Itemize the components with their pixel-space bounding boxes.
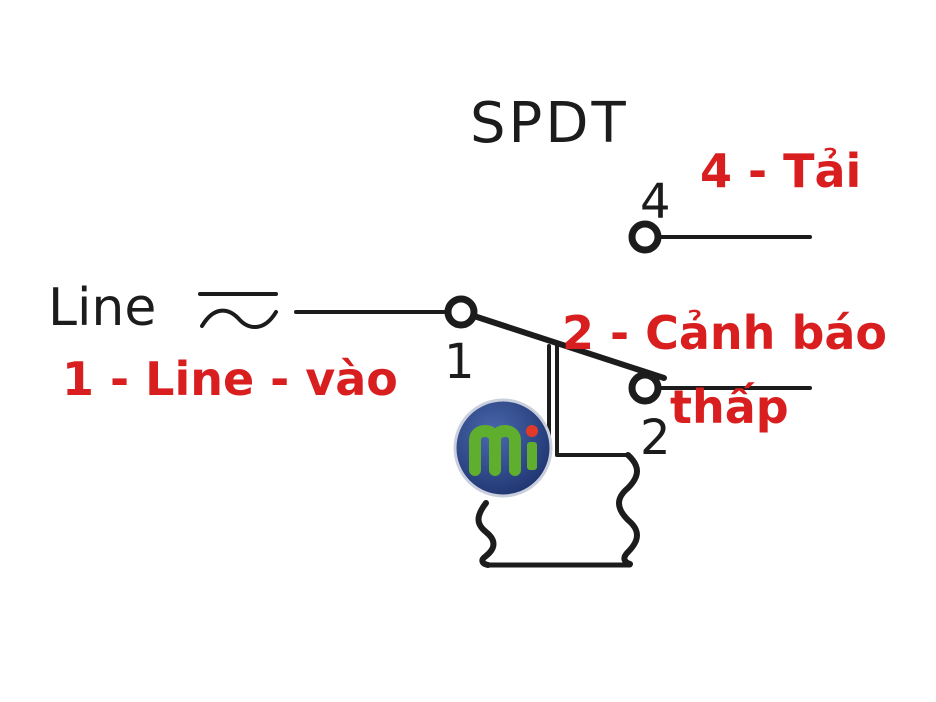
terminal-1-label: 1: [444, 334, 475, 390]
switch-arm: [471, 313, 667, 381]
annotation-line-in: 1 - Line - vào: [62, 352, 398, 406]
terminal-4-label: 4: [640, 174, 671, 230]
annotation-low-alarm-2: thấp: [670, 380, 789, 434]
actuator-rod: [547, 344, 630, 457]
line-label: Line: [48, 278, 157, 338]
annotation-low-alarm-1: 2 - Cảnh báo: [562, 306, 888, 360]
ac-tilde-icon: [198, 292, 278, 329]
diagram-title: SPDT: [470, 91, 629, 156]
terminal-2: [628, 371, 662, 405]
logo-m-icon: [453, 398, 553, 498]
terminal-1: [444, 295, 478, 329]
annotation-load: 4 - Tải: [700, 144, 862, 198]
bellows-element: [475, 452, 640, 568]
terminal-2-label: 2: [640, 410, 671, 466]
